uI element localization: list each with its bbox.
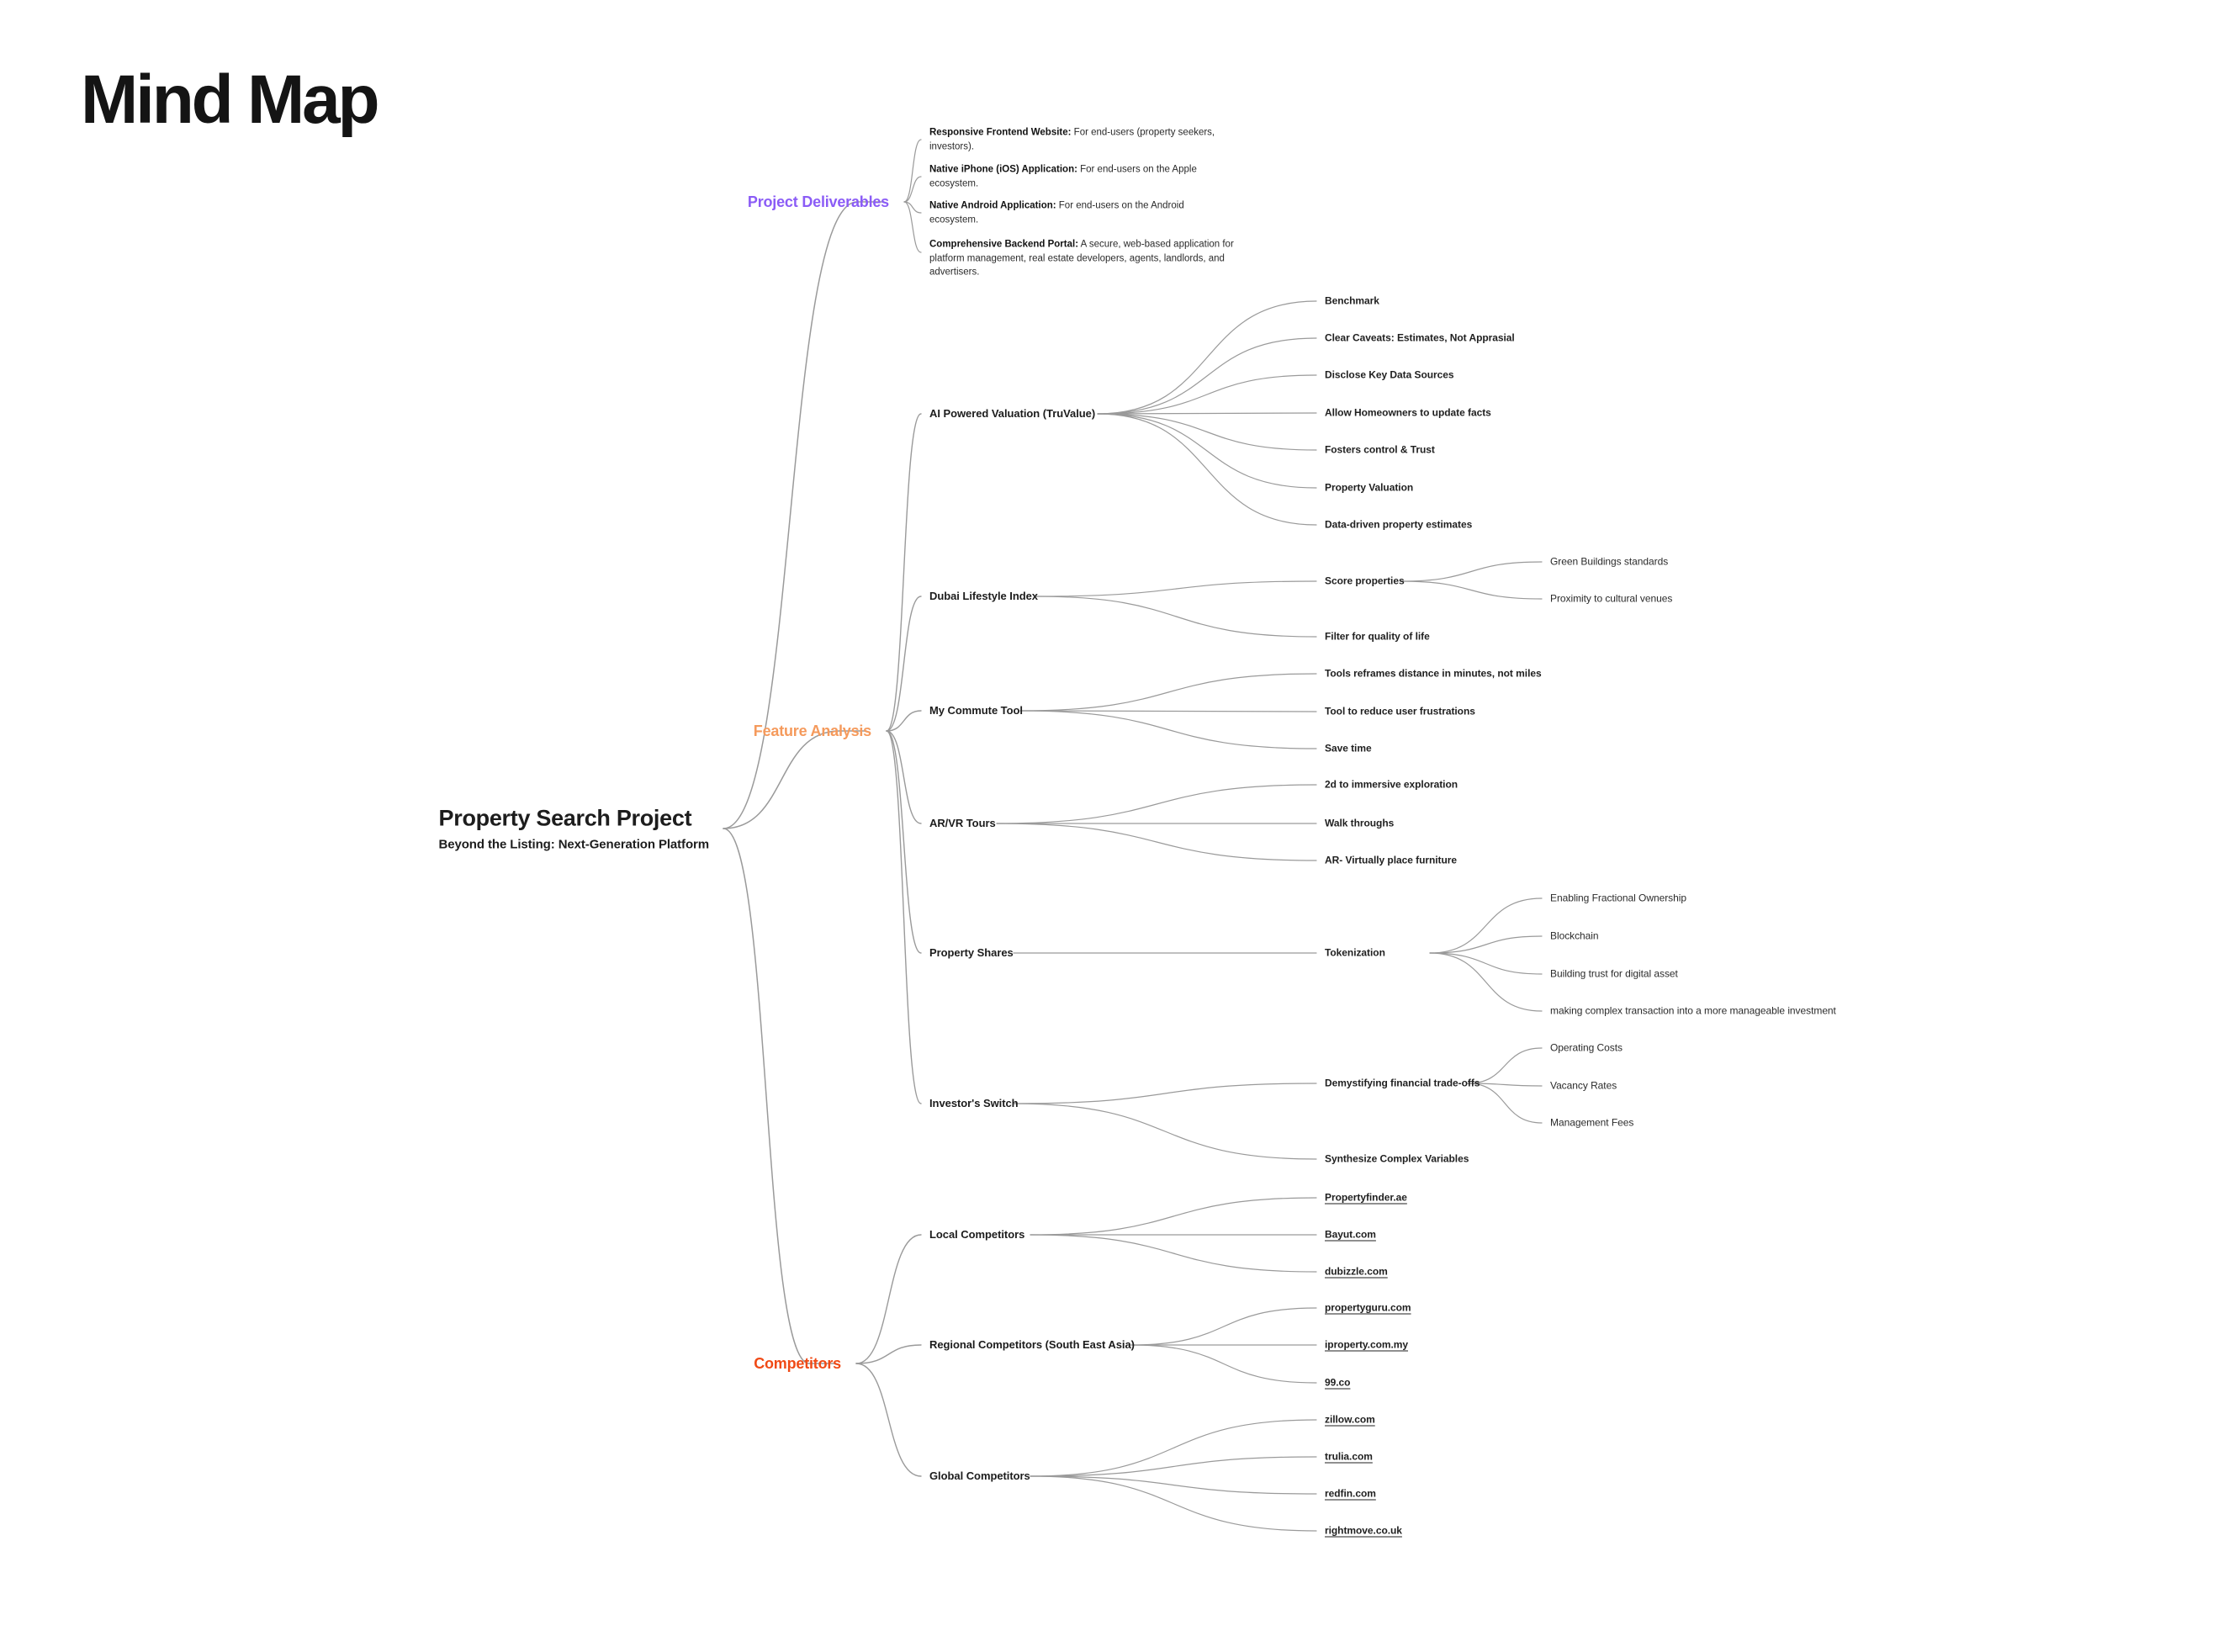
topic-local-competitors[interactable]: Local Competitors [929, 1227, 1025, 1241]
topic-property-shares[interactable]: Property Shares [929, 945, 1014, 959]
deliverable-desc: For end-users on the Android ecosystem. [929, 200, 1184, 225]
leaf-node[interactable]: Walk throughs [1325, 817, 1395, 829]
topic-my-commute-tool[interactable]: My Commute Tool [929, 703, 1023, 717]
deliverable-item[interactable]: Responsive Frontend Website: For end-use… [929, 125, 1232, 153]
root-title: Property Search Project [438, 805, 692, 831]
leaf-node[interactable]: 2d to immersive exploration [1325, 778, 1458, 791]
topic-global-competitors[interactable]: Global Competitors [929, 1469, 1030, 1482]
leaf-node[interactable]: Fosters control & Trust [1325, 443, 1435, 456]
leaf-node[interactable]: Save time [1325, 742, 1372, 755]
page-title: Mind Map [81, 61, 380, 138]
root-subtitle: Beyond the Listing: Next-Generation Plat… [438, 837, 710, 851]
leaf-node[interactable]: Tool to reduce user frustrations [1325, 705, 1475, 717]
deliverable-item[interactable]: Comprehensive Backend Portal: A secure, … [929, 237, 1253, 279]
competitor-link[interactable]: trulia.com [1325, 1450, 1373, 1463]
leaf-node[interactable]: Property Valuation [1325, 481, 1414, 494]
leaf-node[interactable]: Building trust for digital asset [1550, 967, 1678, 980]
leaf-node[interactable]: Tokenization [1325, 946, 1385, 959]
leaf-node[interactable]: Operating Costs [1550, 1041, 1623, 1054]
leaf-node[interactable]: Tools reframes distance in minutes, not … [1325, 667, 1542, 680]
leaf-node[interactable]: Proximity to cultural venues [1550, 592, 1673, 605]
competitor-link[interactable]: propertyguru.com [1325, 1301, 1411, 1314]
deliverable-desc: For end-users (property seekers, investo… [929, 127, 1215, 151]
competitor-link[interactable]: redfin.com [1325, 1487, 1376, 1500]
competitor-link[interactable]: iproperty.com.my [1325, 1338, 1409, 1351]
deliverable-title: Native iPhone (iOS) Application: [929, 164, 1077, 175]
leaf-node[interactable]: Score properties [1325, 574, 1405, 587]
deliverable-desc: A secure, web-based application for plat… [929, 239, 1234, 278]
competitor-link[interactable]: Propertyfinder.ae [1325, 1191, 1407, 1204]
leaf-node[interactable]: Synthesize Complex Variables [1325, 1152, 1469, 1165]
competitor-link[interactable]: zillow.com [1325, 1413, 1375, 1426]
leaf-node[interactable]: making complex transaction into a more m… [1550, 1004, 1836, 1017]
competitor-link[interactable]: dubizzle.com [1325, 1265, 1388, 1278]
leaf-node[interactable]: Vacancy Rates [1550, 1079, 1617, 1092]
deliverable-desc: For end-users on the Apple ecosystem. [929, 164, 1197, 188]
deliverable-title: Native Android Application: [929, 200, 1056, 211]
leaf-node[interactable]: Demystifying financial trade-offs [1325, 1077, 1480, 1089]
deliverable-title: Responsive Frontend Website: [929, 127, 1072, 138]
leaf-node[interactable]: Disclose Key Data Sources [1325, 368, 1454, 381]
leaf-node[interactable]: Green Buildings standards [1550, 555, 1669, 568]
leaf-node[interactable]: Allow Homeowners to update facts [1325, 406, 1491, 419]
branch-project-deliverables[interactable]: Project Deliverables [747, 193, 889, 210]
topic-ar-vr-tours[interactable]: AR/VR Tours [929, 816, 996, 829]
competitor-link[interactable]: Bayut.com [1325, 1228, 1376, 1241]
leaf-node[interactable]: Enabling Fractional Ownership [1550, 892, 1686, 904]
topic-regional-competitors-south-east-asia[interactable]: Regional Competitors (South East Asia) [929, 1337, 1135, 1351]
branch-feature-analysis[interactable]: Feature Analysis [753, 722, 871, 739]
leaf-node[interactable]: Blockchain [1550, 929, 1599, 942]
leaf-node[interactable]: AR- Virtually place furniture [1325, 854, 1458, 866]
topic-investor-s-switch[interactable]: Investor's Switch [929, 1096, 1019, 1109]
leaf-node[interactable]: Benchmark [1325, 294, 1379, 307]
deliverable-title: Comprehensive Backend Portal: [929, 239, 1079, 250]
topic-dubai-lifestyle-index[interactable]: Dubai Lifestyle Index [929, 589, 1038, 602]
leaf-node[interactable]: Data-driven property estimates [1325, 518, 1473, 531]
competitor-link[interactable]: rightmove.co.uk [1325, 1524, 1402, 1537]
deliverable-item[interactable]: Native iPhone (iOS) Application: For end… [929, 162, 1232, 190]
branch-competitors[interactable]: Competitors [754, 1354, 841, 1372]
topic-ai-powered-valuation-truvalue[interactable]: AI Powered Valuation (TruValue) [929, 406, 1096, 420]
leaf-node[interactable]: Clear Caveats: Estimates, Not Apprasial [1325, 331, 1515, 344]
competitor-link[interactable]: 99.co [1325, 1376, 1351, 1389]
deliverable-item[interactable]: Native Android Application: For end-user… [929, 199, 1232, 226]
leaf-node[interactable]: Management Fees [1550, 1116, 1634, 1129]
leaf-node[interactable]: Filter for quality of life [1325, 630, 1430, 643]
